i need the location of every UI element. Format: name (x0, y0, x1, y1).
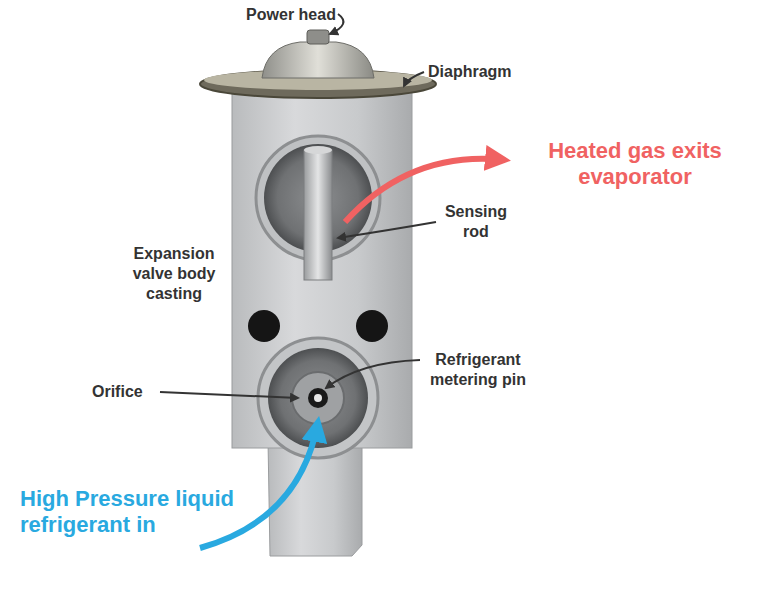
part-label: Refrigerant metering pin (422, 350, 534, 390)
flow-label: Heated gas exits evaporator (515, 138, 755, 191)
part-label: Sensing rod (436, 202, 516, 242)
part-label: Orifice (92, 382, 158, 402)
part-label: Power head (245, 5, 337, 25)
flow-label: High Pressure liquid refrigerant in (20, 486, 256, 539)
part-label: Expansion valve body casting (125, 244, 223, 304)
part-label: Diaphragm (428, 62, 528, 82)
